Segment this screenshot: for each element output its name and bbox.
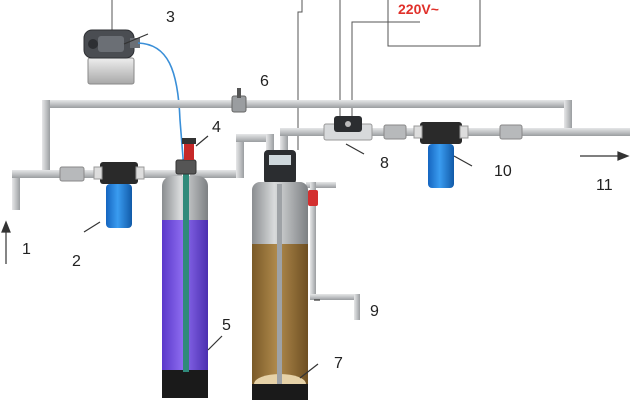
label-9: 9	[370, 303, 379, 320]
outlet-arrow	[580, 151, 630, 161]
bypass-valve	[231, 88, 247, 113]
label-4: 4	[212, 119, 221, 136]
power-wiring	[111, 0, 481, 150]
pipework	[12, 100, 630, 320]
aeration-valve	[182, 138, 196, 160]
label-1: 1	[22, 241, 31, 258]
prefilter-housing	[93, 162, 145, 228]
label-7: 7	[334, 355, 343, 372]
inline-fittings	[59, 124, 523, 182]
compressor	[83, 29, 140, 85]
power-label: 220V~	[398, 1, 439, 17]
solenoid-valve	[323, 116, 373, 141]
drain-valve	[308, 190, 318, 206]
label-11: 11	[596, 177, 613, 194]
label-6: 6	[260, 73, 269, 90]
leader-lines	[83, 33, 473, 379]
filter-tank	[252, 150, 308, 400]
label-5: 5	[222, 317, 231, 334]
inlet-arrow	[1, 220, 11, 264]
postfilter-housing	[413, 122, 469, 188]
label-8: 8	[380, 155, 389, 172]
label-10: 10	[494, 163, 512, 180]
oxidation-tank	[162, 159, 208, 398]
label-2: 2	[72, 253, 81, 270]
label-3: 3	[166, 9, 175, 26]
air-hose	[137, 42, 185, 171]
